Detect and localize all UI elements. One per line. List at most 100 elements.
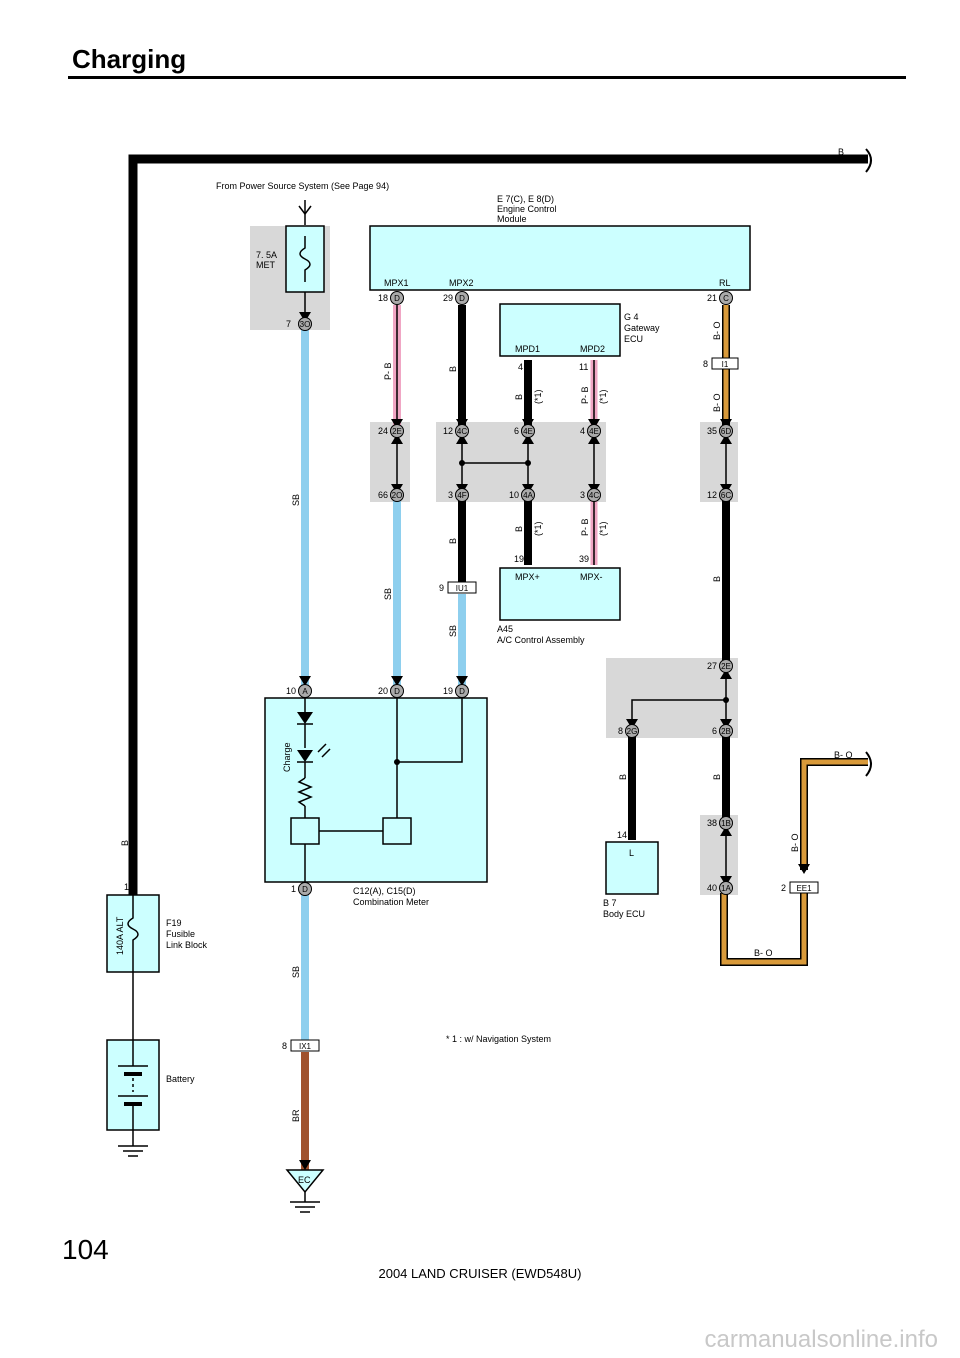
meter-dot — [394, 759, 400, 765]
wire-color-b-2b: B — [712, 774, 722, 780]
svg-text:27: 27 — [707, 661, 717, 671]
connector-4c-bot: 4C 3 — [580, 488, 601, 502]
svg-text:EE1: EE1 — [796, 884, 812, 893]
connector-2e-b: 2E 27 — [707, 659, 733, 673]
svg-text:18: 18 — [378, 293, 388, 303]
connector-3o: 3O 7 — [286, 317, 312, 331]
svg-text:2E: 2E — [392, 427, 402, 436]
svg-text:3O: 3O — [300, 320, 311, 329]
wire-color-bo-5: B- O — [790, 833, 800, 852]
connector-4e-b: 4E 4 — [580, 424, 601, 438]
svg-text:C: C — [723, 294, 729, 303]
ac-label-1: A45 — [497, 624, 513, 634]
wire-b-main-end — [865, 148, 872, 173]
wire-color-br: BR — [291, 1109, 301, 1122]
wire-color-sb-3: SB — [448, 625, 458, 637]
watermark: carmanualsonline.info — [704, 1326, 938, 1353]
ac-label-2: A/C Control Assembly — [497, 635, 585, 645]
connector-ee1: EE1 2 — [781, 881, 819, 894]
svg-text:24: 24 — [378, 426, 388, 436]
svg-text:1B: 1B — [721, 819, 731, 828]
connector-10a: A 10 — [286, 684, 312, 698]
connector-6d: 6D 35 — [707, 424, 733, 438]
connector-19d: D 19 — [443, 684, 469, 698]
svg-text:IX1: IX1 — [299, 1042, 312, 1051]
wire-color-bo-4: B- O — [834, 750, 853, 760]
connector-2o: 2O 66 — [378, 488, 404, 502]
wire-note-4: (*1) — [598, 521, 608, 536]
wire-bo-1a-ee1-inner — [721, 893, 807, 965]
power-source-label: From Power Source System (See Page 94) — [216, 181, 389, 191]
wire-color-b-4f: B — [448, 538, 458, 544]
svg-text:IU1: IU1 — [456, 584, 469, 593]
charge-warning-led — [297, 750, 313, 762]
svg-text:4F: 4F — [457, 491, 466, 500]
wire-bo-ee1-right-outer — [800, 758, 868, 870]
title-rule — [68, 76, 906, 79]
svg-text:A: A — [302, 687, 308, 696]
svg-text:6: 6 — [514, 426, 519, 436]
svg-text:3: 3 — [580, 490, 585, 500]
ecm-label-3: Module — [497, 214, 527, 224]
wire-color-sb-1: SB — [291, 494, 301, 506]
wire-color-b-left: B — [120, 840, 130, 846]
wire-color-b-2g: B — [618, 774, 628, 780]
svg-text:8: 8 — [703, 359, 708, 369]
wire-color-sb-2: SB — [383, 588, 393, 600]
svg-text:40: 40 — [707, 883, 717, 893]
wire-color-pb-1: P- B — [383, 362, 393, 380]
svg-text:2B: 2B — [721, 727, 731, 736]
connector-iu1: IU1 9 — [439, 581, 477, 594]
svg-text:4E: 4E — [523, 427, 533, 436]
gw-pin-mpd1: MPD1 — [515, 344, 540, 354]
svg-text:66: 66 — [378, 490, 388, 500]
body-label-2: Body ECU — [603, 909, 645, 919]
connector-1d: D 1 — [291, 882, 312, 896]
ecm-pin-rl: RL — [719, 278, 731, 288]
ac-num-mpxm: 39 — [579, 554, 589, 564]
fl-label-3: Link Block — [166, 940, 208, 950]
wire-note-1: (*1) — [533, 389, 543, 404]
svg-text:12: 12 — [443, 426, 453, 436]
gw-label-2: Gateway — [624, 323, 660, 333]
svg-text:10: 10 — [286, 686, 296, 696]
combination-meter — [264, 697, 488, 883]
svg-text:1: 1 — [291, 884, 296, 894]
svg-text:2E: 2E — [721, 662, 731, 671]
wire-b-main — [128, 154, 868, 895]
wire-bo-right-end — [865, 751, 872, 777]
connector-circles: 3O 7 D 18 D 29 C 21 A 10 D 20 — [286, 291, 733, 896]
wire-note-3: (*1) — [598, 389, 608, 404]
svg-text:8: 8 — [282, 1041, 287, 1051]
svg-text:6D: 6D — [721, 427, 731, 436]
svg-text:I1: I1 — [722, 360, 729, 369]
meter-diode-1 — [297, 712, 313, 724]
meter-label-1: C12(A), C15(D) — [353, 886, 416, 896]
junction-6d-6c-panel — [700, 422, 738, 502]
fuse-name: MET — [256, 260, 276, 270]
meter-label-2: Combination Meter — [353, 897, 429, 907]
ground-ec-symbol — [290, 1201, 320, 1213]
svg-text:D: D — [394, 687, 400, 696]
junction-links — [396, 438, 727, 882]
footnote: * 1 : w/ Navigation System — [446, 1034, 551, 1044]
engine-control-module — [369, 225, 751, 291]
svg-text:4: 4 — [580, 426, 585, 436]
ecm-pin-mpx2: MPX2 — [449, 278, 474, 288]
connector-4c-top: 4C 12 — [443, 424, 469, 438]
wire-color-bo-1: B- O — [712, 321, 722, 340]
charge-label: Charge — [282, 742, 292, 772]
connector-4a: 4A 10 — [509, 488, 535, 502]
wire-color-bo-3: B- O — [754, 948, 773, 958]
svg-text:3: 3 — [448, 490, 453, 500]
svg-text:1A: 1A — [721, 884, 731, 893]
svg-text:6: 6 — [712, 726, 717, 736]
body-ecu — [605, 841, 659, 895]
svg-text:D: D — [394, 294, 400, 303]
fl-num-top: 1 — [124, 882, 129, 892]
svg-text:D: D — [459, 687, 465, 696]
wire-color-pb-mpd2: P- B — [580, 386, 590, 404]
page-number: 104 — [62, 1234, 109, 1265]
connector-20d: D 20 — [378, 684, 404, 698]
